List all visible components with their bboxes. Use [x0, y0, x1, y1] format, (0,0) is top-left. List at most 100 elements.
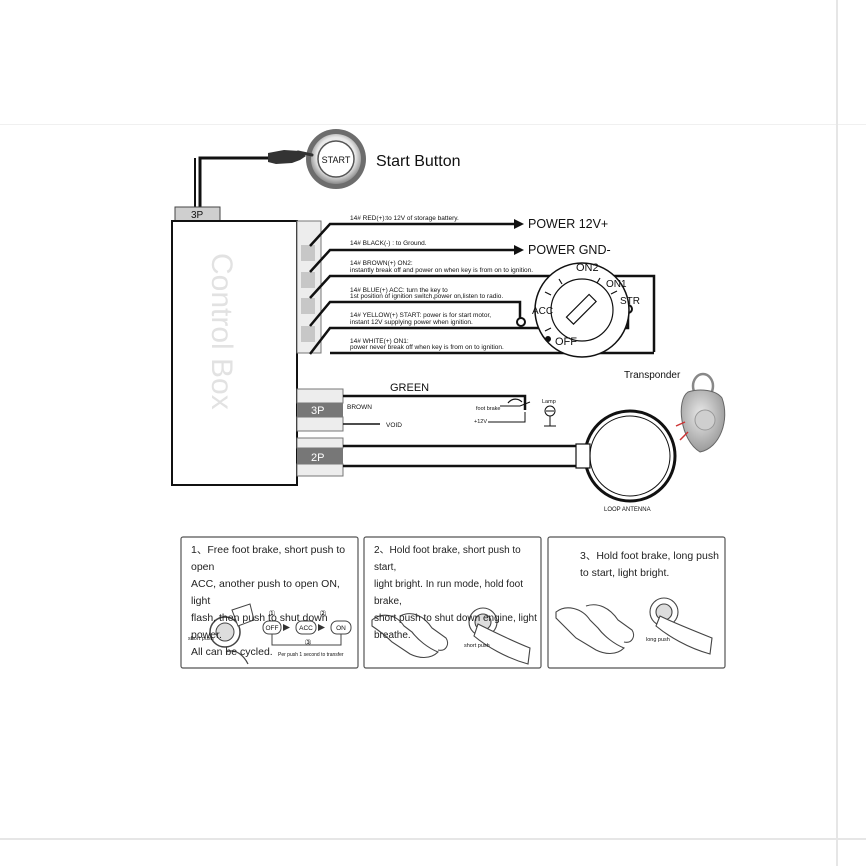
step-1-label: ①: [268, 609, 275, 618]
connector-2p-frame: [296, 437, 344, 449]
control-box: [171, 220, 298, 486]
lower-wires: [343, 394, 580, 468]
transponder-key-fob-icon: Transponder: [624, 370, 726, 453]
start-button: START: [306, 129, 366, 189]
arrow-power-gnd: [514, 245, 524, 255]
panel-1-line-1: 1、Free foot brake, short push to open: [191, 544, 346, 573]
transponder-label: Transponder: [624, 370, 681, 381]
panel-2-line-2: light bright. In run mode, hold foot bra…: [374, 579, 523, 607]
ignition-ticks: [544, 277, 618, 332]
start-button-cable: [198, 156, 268, 212]
step-2-label: ②: [319, 609, 326, 618]
start-button-caption: Start Button: [376, 153, 461, 170]
connector-3p-mid-frame: [296, 388, 344, 404]
panel-1-text: 1、Free foot brake, short push to open AC…: [191, 542, 356, 661]
power-gnd-label: POWER GND-: [528, 243, 611, 257]
wire-desc-blue: 14# BLUE(+) ACC: turn the key to: [350, 287, 448, 294]
panel-1-note: Per push 1 second to transfer: [278, 652, 344, 658]
wire-desc-white-2: power never break off when key is from o…: [350, 344, 504, 351]
loop-antenna-label: LOOP ANTENNA: [604, 507, 651, 513]
state-acc-pill: [295, 620, 317, 635]
connector-2p: [297, 448, 343, 464]
panel-2-foot-icon: [371, 614, 439, 659]
panel-3-illustration: [555, 597, 713, 655]
state-off-label: OFF: [266, 625, 279, 632]
void-label: VOID: [386, 422, 402, 429]
right-border: [836, 0, 838, 866]
key-slot-icon: [565, 293, 597, 325]
antenna-connector: [575, 443, 591, 469]
panel-2-text: 2、Hold foot brake, short push to start, …: [374, 542, 542, 644]
brown-label: BROWN: [347, 404, 372, 411]
wire-desc-black: 14# BLACK(-) : to Ground.: [350, 240, 427, 247]
connector-3p-top-label: 3P: [191, 210, 204, 221]
panel-2-line-1: 2、Hold foot brake, short push to start,: [374, 545, 521, 573]
panel-1-line-3: flash, then push to shut down power.: [191, 612, 328, 641]
acc-terminal: [516, 317, 526, 327]
power-12v-label: POWER 12V+: [528, 217, 608, 231]
cycle-loop: [271, 634, 342, 646]
top-divider: [0, 124, 866, 125]
connector-2p-label: 2P: [311, 452, 324, 464]
panel-1-line-4: All can be cycled.: [191, 646, 273, 658]
start-button-inner: [317, 140, 355, 178]
green-label: GREEN: [390, 382, 429, 394]
wire-desc-brown-2: instantly break off and power on when ke…: [350, 267, 533, 274]
wire-desc-blue-2: 1st position of ignition switch,power on…: [350, 293, 503, 300]
ignition-switch: ON2 ON1 STR ACC OFF: [532, 262, 640, 358]
state-on-label: ON: [336, 625, 346, 632]
panel-2-line-3: short push to shut down engine, light: [374, 613, 537, 624]
wire-desc-yellow-2: instant 12V supplying power when ignitio…: [350, 319, 473, 326]
wire-green: [343, 394, 527, 410]
panel-2-hand-icon: [473, 623, 531, 665]
panel-2-illustration: [371, 607, 531, 665]
ignition-on1-label: ON1: [606, 279, 627, 290]
arrow-power-12v: [514, 219, 524, 229]
wire-descriptions: 14# RED(+):to 12V of storage battery. 14…: [350, 215, 533, 351]
step-3-label: ③: [304, 638, 311, 647]
panel-3-line-2: to start, light bright.: [580, 567, 670, 579]
arrow-off-acc: [283, 624, 290, 631]
off-dot: [545, 336, 551, 342]
panel-3-foot-icon: [555, 607, 625, 655]
lamp-label: Lamp: [542, 399, 556, 405]
panel-1-push-label: short push: [188, 636, 214, 642]
wire-blue: [309, 300, 522, 327]
panel-1-line-2: ACC, another push to open ON, light: [191, 578, 340, 607]
bottom-border: [0, 838, 866, 840]
panel-2-line-4: breathe.: [374, 630, 411, 641]
lamp-icon: Lamp: [542, 399, 556, 427]
connector-3p-mid-label: 3P: [311, 405, 324, 417]
ignition-off-label: OFF: [555, 336, 577, 348]
foot-brake-label: foot brake: [476, 406, 500, 412]
wire-desc-yellow: 14# YELLOW(+) START: power is for start …: [350, 312, 491, 319]
wire-red: [309, 222, 514, 247]
connector-3p-mid: [297, 403, 343, 417]
panel-3-push-label: long push: [646, 637, 670, 643]
control-box-title: Control Box: [205, 253, 238, 410]
loop-antenna: LOOP ANTENNA: [575, 409, 677, 513]
pointing-hand-icon: [268, 150, 314, 164]
panel-2-push-label: short push: [464, 643, 490, 649]
ignition-str-label: STR: [620, 296, 640, 307]
antenna-ring-inner: [589, 415, 671, 497]
wire-desc-red: 14# RED(+):to 12V of storage battery.: [350, 215, 459, 222]
panel-3-text: 3、Hold foot brake, long push to start, l…: [580, 548, 720, 582]
panel-1-hand-icon: [231, 603, 255, 627]
connector-2p-frame-2: [296, 463, 344, 477]
ignition-acc-label: ACC: [532, 306, 553, 317]
foot-brake-switch: foot brake +12V: [474, 398, 531, 425]
start-button-icon-label: START: [322, 155, 351, 165]
arrow-acc-on: [318, 624, 325, 631]
panel-1-illustration: short push OFF ACC ON ① ② ③ Per push 1 s…: [188, 603, 352, 665]
ignition-on2-label: ON2: [576, 262, 599, 274]
connector-3p-mid-frame-2: [296, 416, 344, 432]
wire-desc-brown: 14# BROWN(+) ON2:: [350, 260, 413, 267]
wire-brown: [309, 274, 656, 352]
wire-black: [309, 248, 514, 273]
panel-3-line-1: 3、Hold foot brake, long push: [580, 550, 719, 562]
panel-3-hand-icon: [655, 615, 713, 655]
state-acc-label: ACC: [299, 625, 313, 632]
